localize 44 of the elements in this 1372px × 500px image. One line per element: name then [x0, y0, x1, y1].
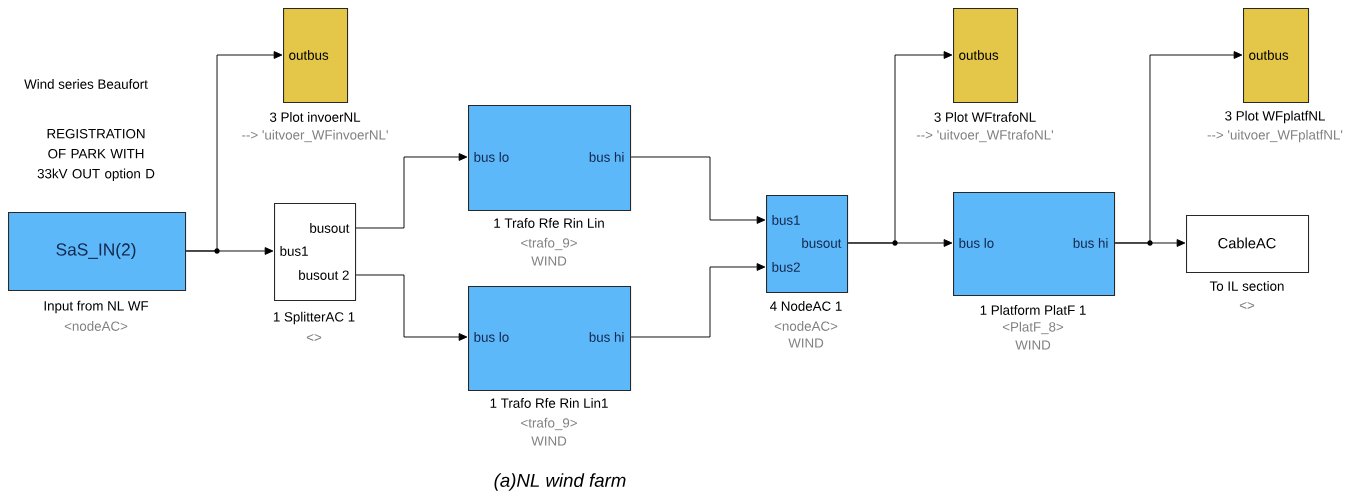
block-name: 1 Platform PlatF 1 [980, 305, 1086, 315]
arrow [355, 153, 468, 229]
block-name: 1 Trafo Rfe Rin Lin [494, 218, 604, 228]
arrow [630, 156, 766, 224]
note: REGISTRATION OF PARK WITH 33kV OUT option D [37, 128, 155, 182]
block-parameter: <nodeAC> [64, 321, 128, 331]
block-parameter: WIND [531, 436, 567, 446]
block-parameter: WIND [788, 338, 824, 348]
block: bus lo bus hi [953, 192, 1116, 297]
block-name: 4 NodeAC 1 [770, 301, 842, 311]
block: bus1 busout bus2 [766, 195, 849, 294]
block-parameter: <trafo_9> [521, 417, 577, 431]
block-name: To IL section [1209, 281, 1284, 291]
block-name: 3 Plot WFtrafoNL [934, 112, 1036, 122]
block-name: 3 Plot WFplatfNL [1225, 110, 1325, 124]
block: bus lo bus hi [468, 286, 632, 392]
block-parameter: WIND [531, 256, 567, 266]
block-parameter: --> 'uitvoer_WFtrafoNL' [916, 129, 1053, 143]
block-parameter: <> [1239, 302, 1255, 309]
block: bus lo bus hi [468, 105, 632, 212]
block-parameter: --> 'uitvoer_WFinvoerNL' [242, 129, 388, 143]
block-name: 1 Trafo Rfe Rin Lin1 [490, 398, 608, 408]
arrow [185, 247, 274, 255]
arrow [847, 239, 953, 247]
arrow [355, 274, 468, 341]
block-parameter: WIND [1015, 340, 1051, 350]
block: busout bus1 busout 2 [274, 203, 357, 302]
scope-block: outbus [1243, 8, 1310, 104]
block: CableAC [1186, 215, 1310, 274]
arrow [1114, 239, 1186, 247]
block-parameter: <nodeAC> [774, 321, 838, 331]
block-parameter: <trafo_9> [521, 237, 577, 251]
block-parameter: <> [306, 334, 322, 341]
block-name: 3 Plot invoerNL [269, 112, 361, 122]
arrow [630, 263, 766, 338]
scope-block: outbus [953, 8, 1019, 104]
note: Wind series Beaufort [24, 79, 148, 89]
block-name: 1 SplitterAC 1 [273, 311, 355, 325]
block: SaS_IN(2) [8, 212, 187, 292]
block-name: Input from NL WF [44, 300, 149, 314]
caption: (a)NL wind farm [494, 473, 626, 491]
scope-block: outbus [283, 8, 349, 104]
block-parameter: --> 'uitvoer_WFplatfNL' [1207, 129, 1343, 143]
block-parameter: <PlatF_8> [1002, 321, 1064, 335]
